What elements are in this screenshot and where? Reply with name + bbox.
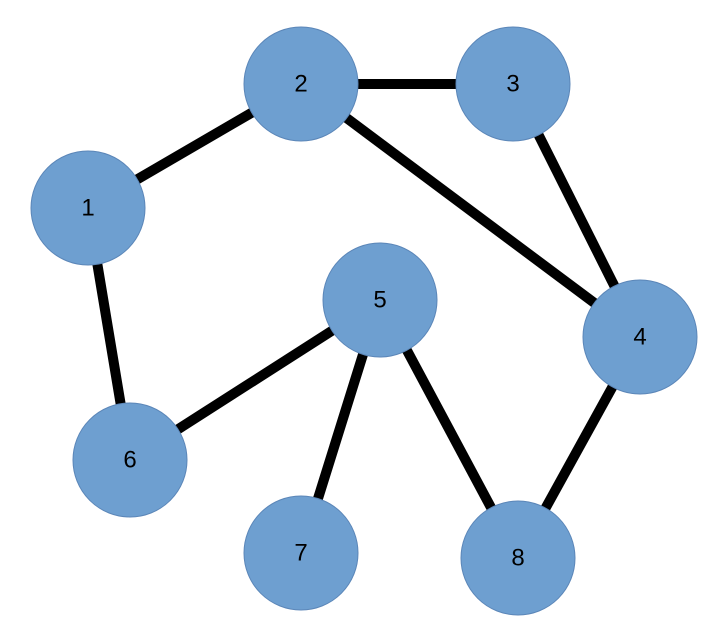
node-8: 8 (460, 500, 576, 616)
node-6: 6 (72, 402, 188, 518)
node-2: 2 (243, 26, 359, 142)
node-circle (30, 150, 146, 266)
node-label: 7 (294, 540, 307, 567)
node-circle (582, 279, 698, 395)
node-3: 3 (455, 26, 571, 142)
node-circle (243, 26, 359, 142)
node-4: 4 (582, 279, 698, 395)
node-circle (243, 495, 359, 611)
node-label: 6 (123, 447, 136, 474)
node-label: 1 (81, 195, 94, 222)
node-circle (322, 242, 438, 358)
node-circle (455, 26, 571, 142)
node-7: 7 (243, 495, 359, 611)
node-circle (460, 500, 576, 616)
node-label: 2 (294, 71, 307, 98)
node-1: 1 (30, 150, 146, 266)
node-label: 3 (506, 71, 519, 98)
node-label: 4 (633, 324, 646, 351)
edge-2-4 (298, 79, 643, 342)
nodes-layer: 1 2 3 4 5 6 7 8 (30, 26, 698, 616)
node-label: 8 (511, 545, 524, 572)
node-label: 5 (373, 287, 386, 314)
node-5: 5 (322, 242, 438, 358)
node-circle (72, 402, 188, 518)
